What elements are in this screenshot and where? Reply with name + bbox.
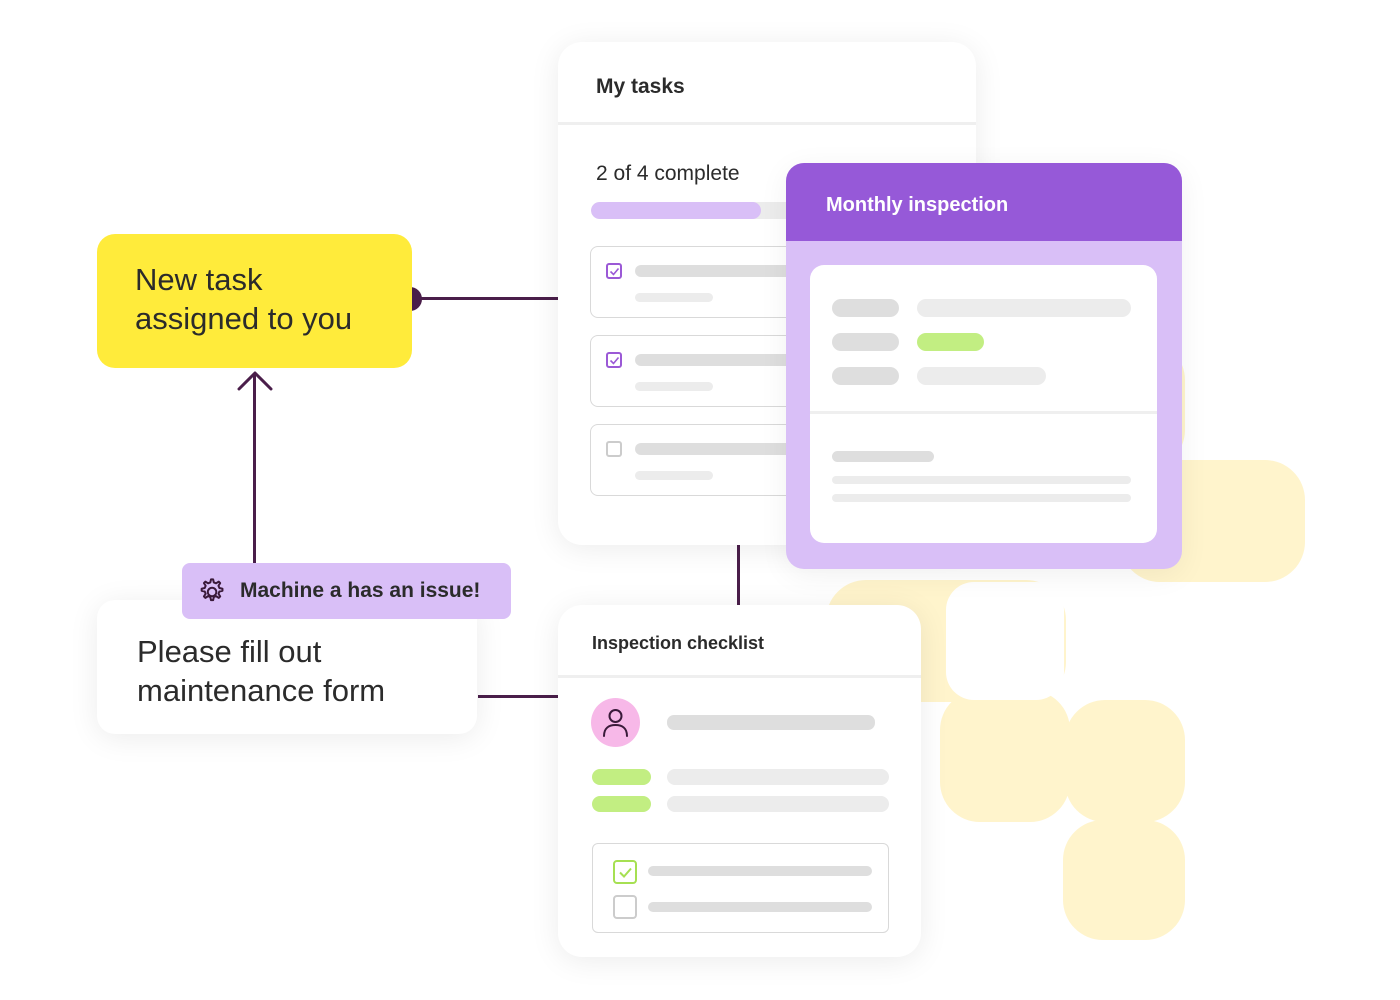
task-title-placeholder: [635, 265, 835, 277]
inspection-checklist-title: Inspection checklist: [592, 633, 765, 653]
connector-line: [412, 297, 560, 300]
checkbox-checked[interactable]: [606, 352, 622, 368]
check-icon: [609, 356, 620, 365]
checkbox-unchecked[interactable]: [613, 895, 637, 919]
field-label-placeholder: [832, 367, 899, 385]
connector-line: [253, 375, 256, 565]
decor-block: [1063, 820, 1185, 940]
field-value-placeholder: [917, 367, 1046, 385]
task-subtitle-placeholder: [635, 382, 713, 391]
decor-block: [1065, 700, 1185, 822]
checkbox-checked[interactable]: [613, 860, 637, 884]
task-title-placeholder: [635, 443, 835, 455]
monthly-inspection-title: Monthly inspection: [826, 194, 1009, 216]
inspection-checklist-card: Inspection checklist: [558, 605, 921, 957]
request-text: Please fill out maintenance form: [137, 634, 386, 708]
machine-issue-alert[interactable]: Machine a has an issue!: [182, 563, 511, 619]
gear-icon: [200, 578, 224, 602]
section-title-placeholder: [832, 451, 934, 462]
task-subtitle-placeholder: [635, 471, 713, 480]
field-label-placeholder: [832, 333, 899, 351]
checkbox-checked[interactable]: [606, 263, 622, 279]
checklist-item-placeholder: [648, 866, 872, 876]
status-pill: [917, 333, 984, 351]
divider: [558, 122, 976, 125]
maintenance-request-card[interactable]: Please fill out maintenance form: [97, 600, 477, 734]
check-icon: [609, 267, 620, 276]
monthly-inspection-header: Monthly inspection: [786, 163, 1182, 241]
text-line-placeholder: [832, 494, 1131, 502]
checklist-item-placeholder: [648, 902, 872, 912]
assignee-name-placeholder: [667, 715, 875, 730]
divider: [558, 675, 921, 678]
task-subtitle-placeholder: [635, 293, 713, 302]
progress-text: 2 of 4 complete: [596, 162, 740, 185]
status-pill: [592, 769, 651, 785]
inspection-detail-card: [810, 265, 1157, 543]
decor-block: [940, 690, 1070, 822]
field-label-placeholder: [832, 299, 899, 317]
user-icon: [603, 709, 628, 737]
new-task-notification[interactable]: New task assigned to you: [97, 234, 412, 368]
task-title-placeholder: [635, 354, 835, 366]
alert-text: Machine a has an issue!: [240, 579, 481, 602]
checkbox-unchecked[interactable]: [606, 441, 622, 457]
check-icon: [619, 867, 632, 878]
decor-cutout: [946, 582, 1064, 700]
divider: [810, 411, 1157, 414]
text-line-placeholder: [667, 796, 889, 812]
text-line-placeholder: [667, 769, 889, 785]
status-pill: [592, 796, 651, 812]
text-line-placeholder: [832, 476, 1131, 484]
my-tasks-title: My tasks: [596, 75, 685, 98]
connector-line: [478, 695, 560, 698]
checklist-box: [592, 843, 889, 933]
notification-text: New task assigned to you: [135, 262, 353, 336]
avatar[interactable]: [591, 698, 640, 747]
progress-fill: [591, 202, 761, 219]
monthly-inspection-panel[interactable]: Monthly inspection: [786, 163, 1182, 569]
connector-line: [737, 545, 740, 605]
field-value-placeholder: [917, 299, 1131, 317]
arrow-up-icon: [237, 371, 273, 391]
